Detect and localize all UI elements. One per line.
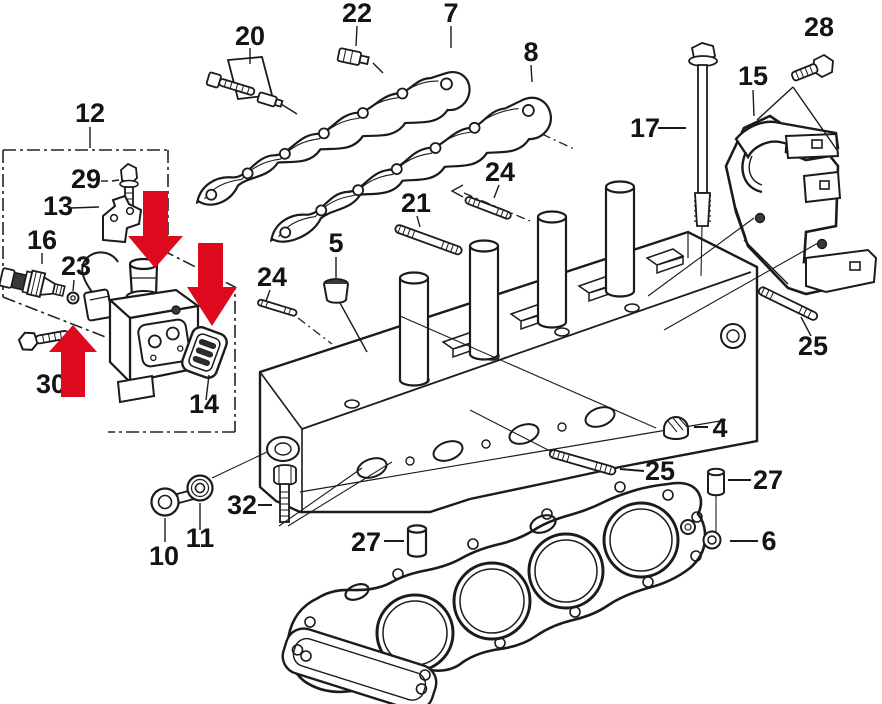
part-label-20: 20 [235, 21, 265, 51]
part-label-27-right: 27 [753, 465, 783, 495]
solenoid-valve-assembly [81, 251, 201, 404]
highlight-arrow-down-1 [128, 191, 183, 268]
part-label-7: 7 [443, 0, 458, 28]
spark-plug-tubes [398, 180, 636, 387]
bracket-15 [724, 114, 878, 296]
seal-bolt-10 [150, 487, 196, 517]
part-label-8: 8 [523, 37, 538, 67]
gasket-end-tab [281, 627, 438, 704]
part-label-21: 21 [401, 188, 431, 218]
part-label-17: 17 [630, 113, 660, 143]
part-label-25-right: 25 [798, 331, 828, 361]
head-front-ports [356, 406, 616, 479]
cylinder-head [258, 180, 759, 514]
part-label-27-left: 27 [351, 527, 381, 557]
seal-4 [663, 416, 689, 440]
bolt-28 [791, 53, 834, 82]
part-label-15: 15 [738, 61, 768, 91]
part-label-6: 6 [761, 526, 776, 556]
manifold-gasket-8 [269, 96, 552, 243]
stud-25-bottom [548, 449, 617, 476]
stud-25-right [757, 286, 819, 321]
filter-14 [181, 326, 228, 379]
gasket-coolant-ovals [344, 514, 696, 601]
part-label-25-bottom: 25 [645, 456, 675, 486]
part-label-11: 11 [186, 523, 215, 553]
dowel-pin-27-left [406, 524, 428, 558]
part-label-28: 28 [804, 12, 834, 42]
part-label-16: 16 [27, 225, 57, 255]
part-label-24-top: 24 [485, 157, 515, 187]
bolt-30 [17, 329, 69, 351]
dowel-pin-27-right [707, 467, 725, 534]
gasket-bolt-holes [300, 481, 703, 681]
chevron-24 [450, 184, 464, 198]
stud-24-left [257, 298, 298, 317]
stud-24-top [464, 196, 512, 220]
bolt-32 [273, 464, 297, 523]
part-label-5: 5 [328, 228, 343, 258]
part-label-24-left: 24 [257, 262, 287, 292]
highlight-arrow-down-2 [187, 243, 237, 326]
bolt-29 [119, 162, 139, 212]
leader-lines [41, 25, 838, 542]
washer-11 [186, 474, 214, 502]
highlight-arrows [49, 191, 237, 397]
part-label-29: 29 [71, 164, 101, 194]
highlight-arrow-up-3 [49, 325, 97, 397]
part-label-4: 4 [712, 413, 727, 443]
part-label-12: 12 [75, 98, 105, 128]
placement-dash-lines [297, 133, 575, 345]
part-label-13: 13 [43, 191, 73, 221]
grommet-6 [702, 530, 722, 550]
bolt-22 [336, 47, 370, 66]
part-label-32: 32 [227, 490, 257, 520]
seal-5 [323, 278, 349, 304]
part-label-10: 10 [149, 541, 179, 571]
stud-21 [394, 224, 463, 256]
bracket-13 [102, 194, 143, 244]
head-gasket [281, 481, 707, 704]
part-label-22: 22 [342, 0, 372, 28]
stud-bolt-20 [205, 56, 284, 108]
part-label-23: 23 [61, 251, 91, 281]
washer-23 [66, 291, 80, 305]
bolt-17 [688, 42, 718, 277]
part-label-14: 14 [189, 389, 219, 419]
sensor-16 [0, 267, 66, 298]
manifold-gasket-7 [195, 71, 471, 206]
dash-29 [101, 179, 120, 182]
